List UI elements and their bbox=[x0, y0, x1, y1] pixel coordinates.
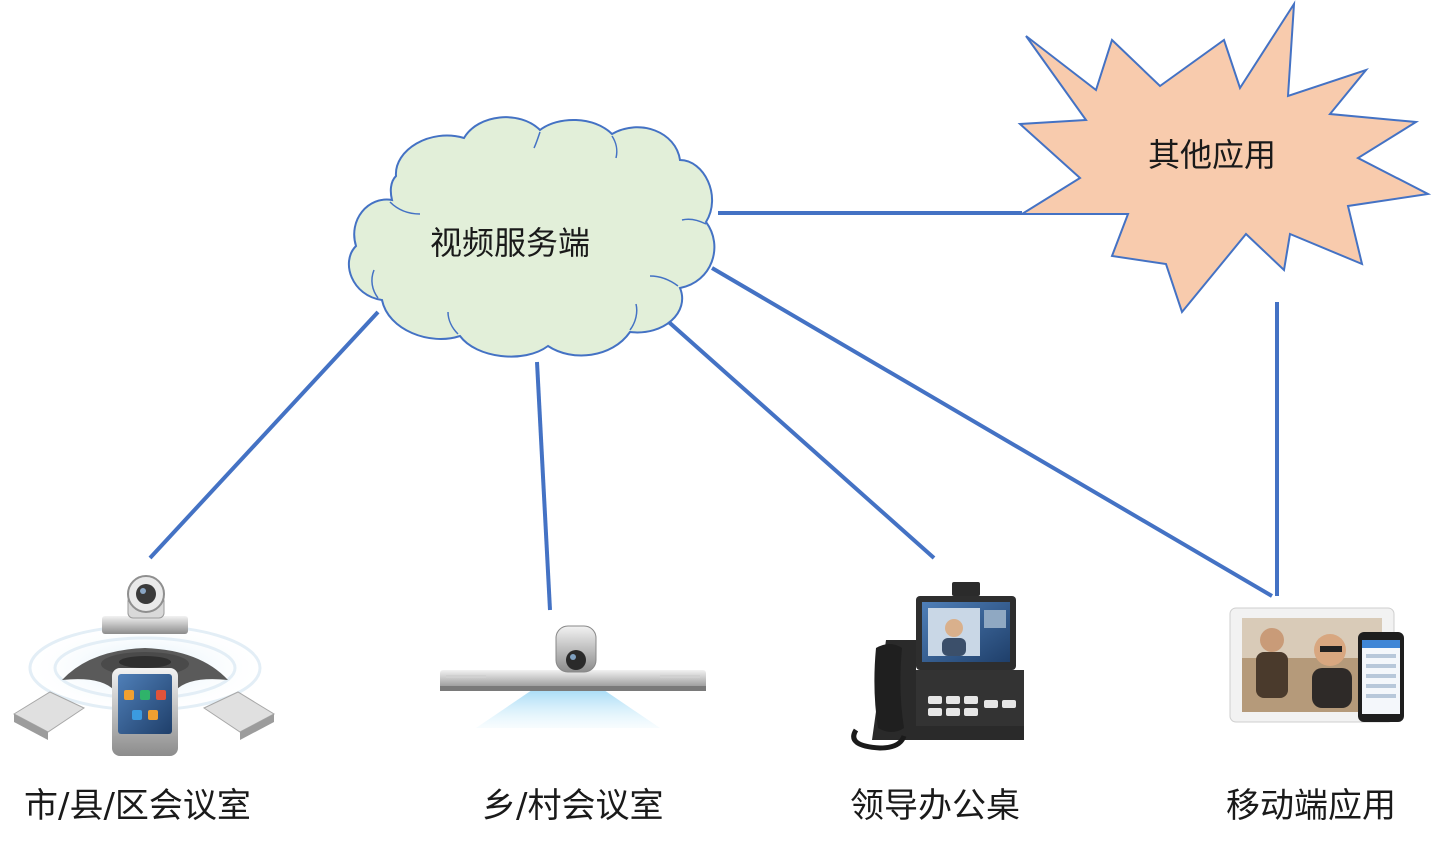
endpoint-label-village: 乡/村会议室 bbox=[482, 786, 664, 826]
other-apps-label: 其他应用 bbox=[1148, 136, 1277, 174]
link-server-leader bbox=[660, 314, 936, 560]
link-server-village bbox=[535, 361, 552, 611]
video-camera-bar-icon bbox=[440, 625, 706, 728]
other-apps-star-shape bbox=[1017, 0, 1432, 315]
link-server-mobile bbox=[710, 266, 1274, 598]
endpoint-label-leader: 领导办公桌 bbox=[850, 786, 1020, 826]
server-cloud-shape bbox=[347, 116, 716, 358]
endpoint-label-city: 市/县/区会议室 bbox=[24, 786, 251, 826]
endpoint-label-mobile: 移动端应用 bbox=[1226, 786, 1396, 826]
tablet-phone-app-icon bbox=[1229, 607, 1404, 723]
conference-room-system-icon bbox=[12, 575, 276, 756]
server-cloud-label: 视频服务端 bbox=[430, 224, 591, 262]
connection-lines bbox=[148, 211, 1279, 611]
video-desk-phone-icon bbox=[851, 582, 1024, 751]
link-server-city bbox=[148, 310, 380, 560]
